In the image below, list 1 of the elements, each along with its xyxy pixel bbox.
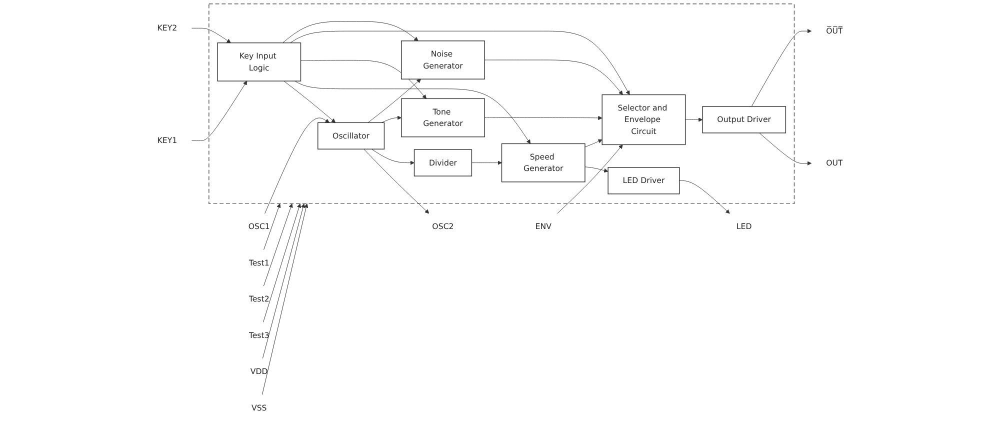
cluster	[208, 4, 795, 204]
